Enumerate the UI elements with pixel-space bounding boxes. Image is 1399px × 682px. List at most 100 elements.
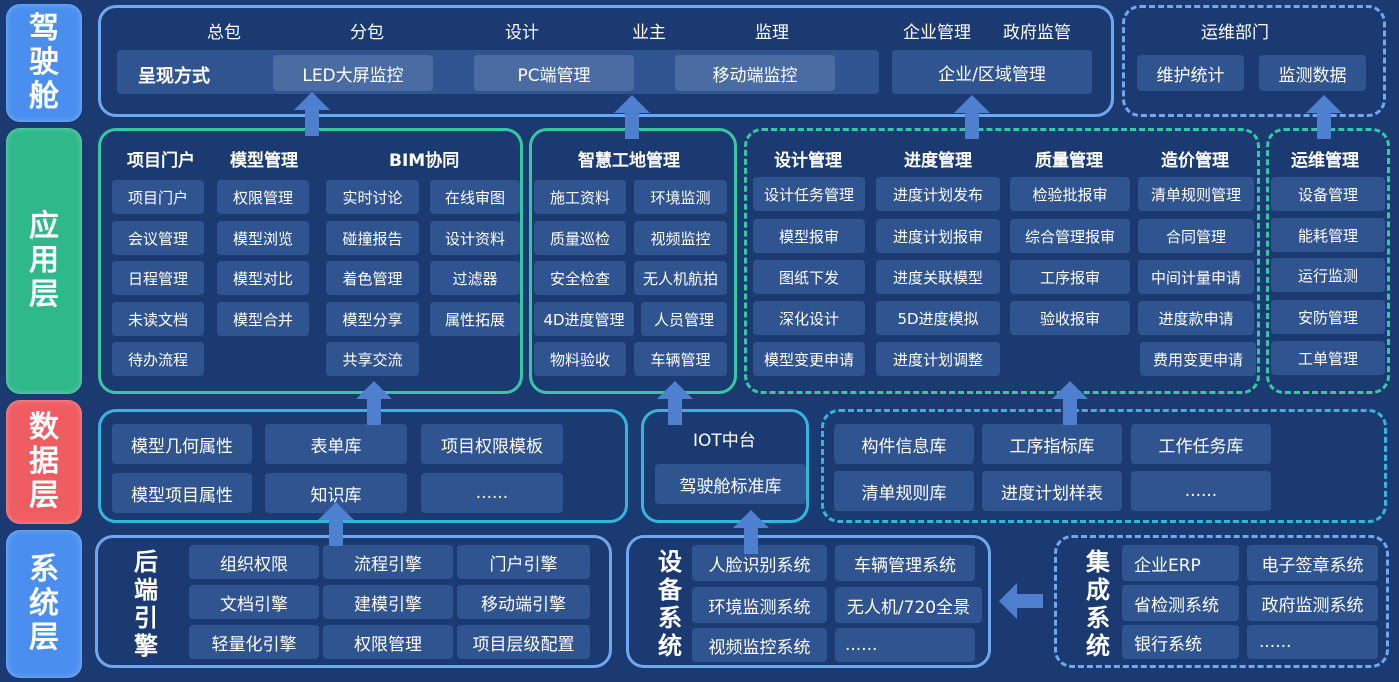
- portal-header: 模型管理: [230, 151, 298, 171]
- bim-item[interactable]: 实时讨论: [326, 180, 419, 214]
- data-item[interactable]: 项目权限模板: [421, 424, 563, 464]
- device-item[interactable]: 车辆管理系统: [835, 545, 975, 581]
- mgmt-panel: [744, 128, 1260, 394]
- ops-mgmt-item[interactable]: 能耗管理: [1271, 218, 1385, 252]
- ops-mgmt-item[interactable]: 运行监测: [1271, 258, 1385, 292]
- progress-item[interactable]: 5D进度模拟: [876, 301, 1000, 335]
- presentation-item[interactable]: 移动端监控: [675, 55, 835, 91]
- design-item[interactable]: 模型变更申请: [753, 342, 865, 376]
- role-label: 分包: [350, 23, 384, 43]
- progress-item[interactable]: 进度计划调整: [876, 342, 1000, 376]
- data-item[interactable]: ......: [421, 473, 563, 513]
- cost-item[interactable]: 进度款申请: [1138, 301, 1254, 335]
- site-item[interactable]: 人员管理: [641, 302, 727, 336]
- cost-item[interactable]: 合同管理: [1138, 219, 1254, 253]
- site-item[interactable]: 视频监控: [634, 221, 727, 255]
- data-item[interactable]: 模型几何属性: [112, 424, 252, 464]
- data-item[interactable]: 模型项目属性: [112, 473, 252, 513]
- bim-item[interactable]: 设计资料: [430, 221, 520, 255]
- device-item[interactable]: 人脸识别系统: [692, 545, 827, 581]
- site-item[interactable]: 车辆管理: [634, 342, 727, 376]
- bim-item[interactable]: 过滤器: [430, 261, 520, 295]
- bim-item[interactable]: 碰撞报告: [326, 221, 419, 255]
- quality-item[interactable]: 检验批报审: [1010, 177, 1130, 211]
- bim-item[interactable]: 模型分享: [326, 302, 419, 336]
- progress-item[interactable]: 进度计划发布: [876, 177, 1000, 211]
- cost-item[interactable]: 中间计量申请: [1138, 260, 1254, 294]
- device-item[interactable]: 环境监测系统: [692, 587, 827, 623]
- model-item[interactable]: 模型浏览: [217, 221, 309, 255]
- portal-item[interactable]: 会议管理: [112, 221, 204, 255]
- layer-tab-cockpit: 驾驶舱: [6, 4, 82, 122]
- ops-dept-item[interactable]: 维护统计: [1137, 55, 1244, 91]
- portal-item[interactable]: 待办流程: [112, 342, 204, 376]
- cost-item[interactable]: 费用变更申请: [1140, 342, 1256, 376]
- progress-item[interactable]: 进度关联模型: [876, 260, 1000, 294]
- quality-item[interactable]: 工序报审: [1010, 260, 1130, 294]
- model-item[interactable]: 权限管理: [217, 180, 309, 214]
- ops-mgmt-item[interactable]: 安防管理: [1271, 300, 1385, 334]
- bim-item[interactable]: 共享交流: [326, 342, 419, 376]
- quality-item[interactable]: 验收报审: [1010, 301, 1130, 335]
- backend-item[interactable]: 建模引擎: [323, 585, 453, 619]
- design-item[interactable]: 图纸下发: [753, 260, 865, 294]
- design-item[interactable]: 模型报审: [753, 219, 865, 253]
- ops-mgmt-item[interactable]: 设备管理: [1271, 177, 1385, 211]
- backend-item[interactable]: 流程引擎: [323, 545, 453, 579]
- presentation-item[interactable]: LED大屏监控: [273, 55, 433, 91]
- site-item[interactable]: 环境监测: [634, 180, 727, 214]
- backend-item[interactable]: 门户引擎: [457, 545, 590, 579]
- portal-item[interactable]: 日程管理: [112, 261, 204, 295]
- data-item[interactable]: 工作任务库: [1131, 424, 1271, 464]
- data-item[interactable]: 知识库: [265, 473, 407, 513]
- backend-item[interactable]: 项目层级配置: [457, 625, 590, 659]
- arrow-left-icon: [999, 583, 1043, 619]
- integration-item[interactable]: 企业ERP: [1122, 545, 1239, 581]
- backend-item[interactable]: 文档引擎: [189, 585, 319, 619]
- backend-item[interactable]: 组织权限: [189, 545, 319, 579]
- backend-item[interactable]: 权限管理: [323, 625, 453, 659]
- bim-item[interactable]: 着色管理: [326, 261, 419, 295]
- bim-item[interactable]: 在线审图: [430, 180, 520, 214]
- site-item[interactable]: 安全检查: [534, 261, 626, 295]
- design-item[interactable]: 深化设计: [753, 301, 865, 335]
- integration-item[interactable]: 政府监测系统: [1247, 585, 1378, 621]
- site-item[interactable]: 无人机航拍: [634, 261, 727, 295]
- cost-item[interactable]: 清单规则管理: [1138, 177, 1254, 211]
- data-item[interactable]: 表单库: [265, 424, 407, 464]
- data-item[interactable]: 进度计划样表: [982, 471, 1122, 511]
- ops-dept-item[interactable]: 监测数据: [1259, 55, 1366, 91]
- site-item[interactable]: 质量巡检: [534, 221, 626, 255]
- model-item[interactable]: 模型对比: [217, 261, 309, 295]
- quality-item[interactable]: 综合管理报审: [1010, 219, 1130, 253]
- integration-item[interactable]: ......: [1247, 625, 1378, 659]
- portal-item[interactable]: 未读文档: [112, 302, 204, 336]
- data-item[interactable]: ......: [1131, 471, 1271, 511]
- integration-item[interactable]: 省检测系统: [1122, 585, 1239, 621]
- device-item[interactable]: 视频监控系统: [692, 628, 827, 662]
- layer-tab-data: 数据层: [6, 400, 82, 524]
- integration-item[interactable]: 银行系统: [1122, 625, 1239, 659]
- backend-item[interactable]: 移动端引擎: [457, 585, 590, 619]
- enterprise-item[interactable]: 企业/区域管理: [892, 50, 1092, 94]
- backend-item[interactable]: 轻量化引擎: [189, 625, 319, 659]
- role-label: 业主: [632, 23, 666, 43]
- site-item[interactable]: 4D进度管理: [534, 302, 634, 336]
- device-item[interactable]: 无人机/720全景: [835, 587, 982, 623]
- data-item[interactable]: 构件信息库: [834, 424, 974, 464]
- progress-item[interactable]: 进度计划报审: [876, 219, 1000, 253]
- data-item[interactable]: 清单规则库: [834, 471, 974, 511]
- data-right-panel: [821, 409, 1387, 523]
- device-item[interactable]: ......: [835, 628, 975, 662]
- data-item[interactable]: 工序指标库: [982, 424, 1122, 464]
- bim-item[interactable]: 属性拓展: [430, 302, 520, 336]
- model-item[interactable]: 模型合并: [217, 302, 309, 336]
- portal-item[interactable]: 项目门户: [112, 180, 204, 214]
- site-item[interactable]: 物料验收: [534, 342, 626, 376]
- ops-mgmt-item[interactable]: 工单管理: [1271, 341, 1385, 375]
- site-item[interactable]: 施工资料: [534, 180, 626, 214]
- integration-item[interactable]: 电子签章系统: [1247, 545, 1378, 581]
- design-item[interactable]: 设计任务管理: [753, 177, 865, 211]
- iot-item[interactable]: 驾驶舱标准库: [655, 464, 806, 504]
- presentation-item[interactable]: PC端管理: [474, 55, 634, 91]
